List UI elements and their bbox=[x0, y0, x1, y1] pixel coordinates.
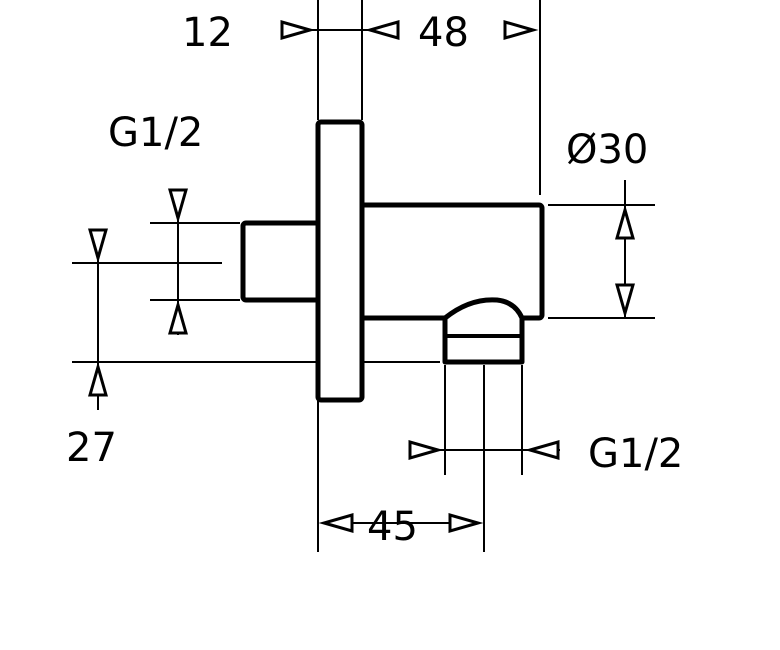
arrow-down-icon bbox=[615, 283, 635, 319]
arrow-right-icon bbox=[448, 513, 484, 533]
arrow-left-icon bbox=[318, 513, 354, 533]
outlet-nozzle bbox=[442, 297, 525, 365]
flange-plate bbox=[315, 119, 365, 403]
arrow-up-icon bbox=[168, 299, 188, 335]
dimension-lines bbox=[72, 0, 655, 552]
dim-label-48: 48 bbox=[418, 10, 469, 56]
dimension-labels: 12 48 G1/2 Ø30 27 G1/2 45 bbox=[66, 10, 683, 550]
dim-label-inlet-thread: G1/2 bbox=[108, 110, 203, 156]
arrow-right-icon bbox=[408, 440, 444, 460]
arrow-left-icon bbox=[364, 20, 400, 40]
dim-label-outlet-thread: G1/2 bbox=[588, 431, 683, 477]
dim-label-27: 27 bbox=[66, 425, 117, 471]
arrow-up-icon bbox=[615, 204, 635, 240]
arrow-down-icon bbox=[168, 188, 188, 224]
arrow-right-icon bbox=[503, 20, 539, 40]
dim-label-diameter: Ø30 bbox=[566, 127, 648, 173]
inlet-stub bbox=[240, 220, 323, 303]
arrow-left-icon bbox=[524, 440, 560, 460]
dim-label-45: 45 bbox=[367, 504, 418, 550]
dimension-arrows bbox=[88, 20, 635, 533]
arrow-right-icon bbox=[280, 20, 316, 40]
arrow-down-icon bbox=[88, 228, 108, 264]
dim-label-12: 12 bbox=[182, 10, 233, 56]
body-cylinder bbox=[357, 202, 545, 321]
wall-outlet-part bbox=[240, 119, 545, 403]
arrow-up-icon bbox=[88, 361, 108, 397]
